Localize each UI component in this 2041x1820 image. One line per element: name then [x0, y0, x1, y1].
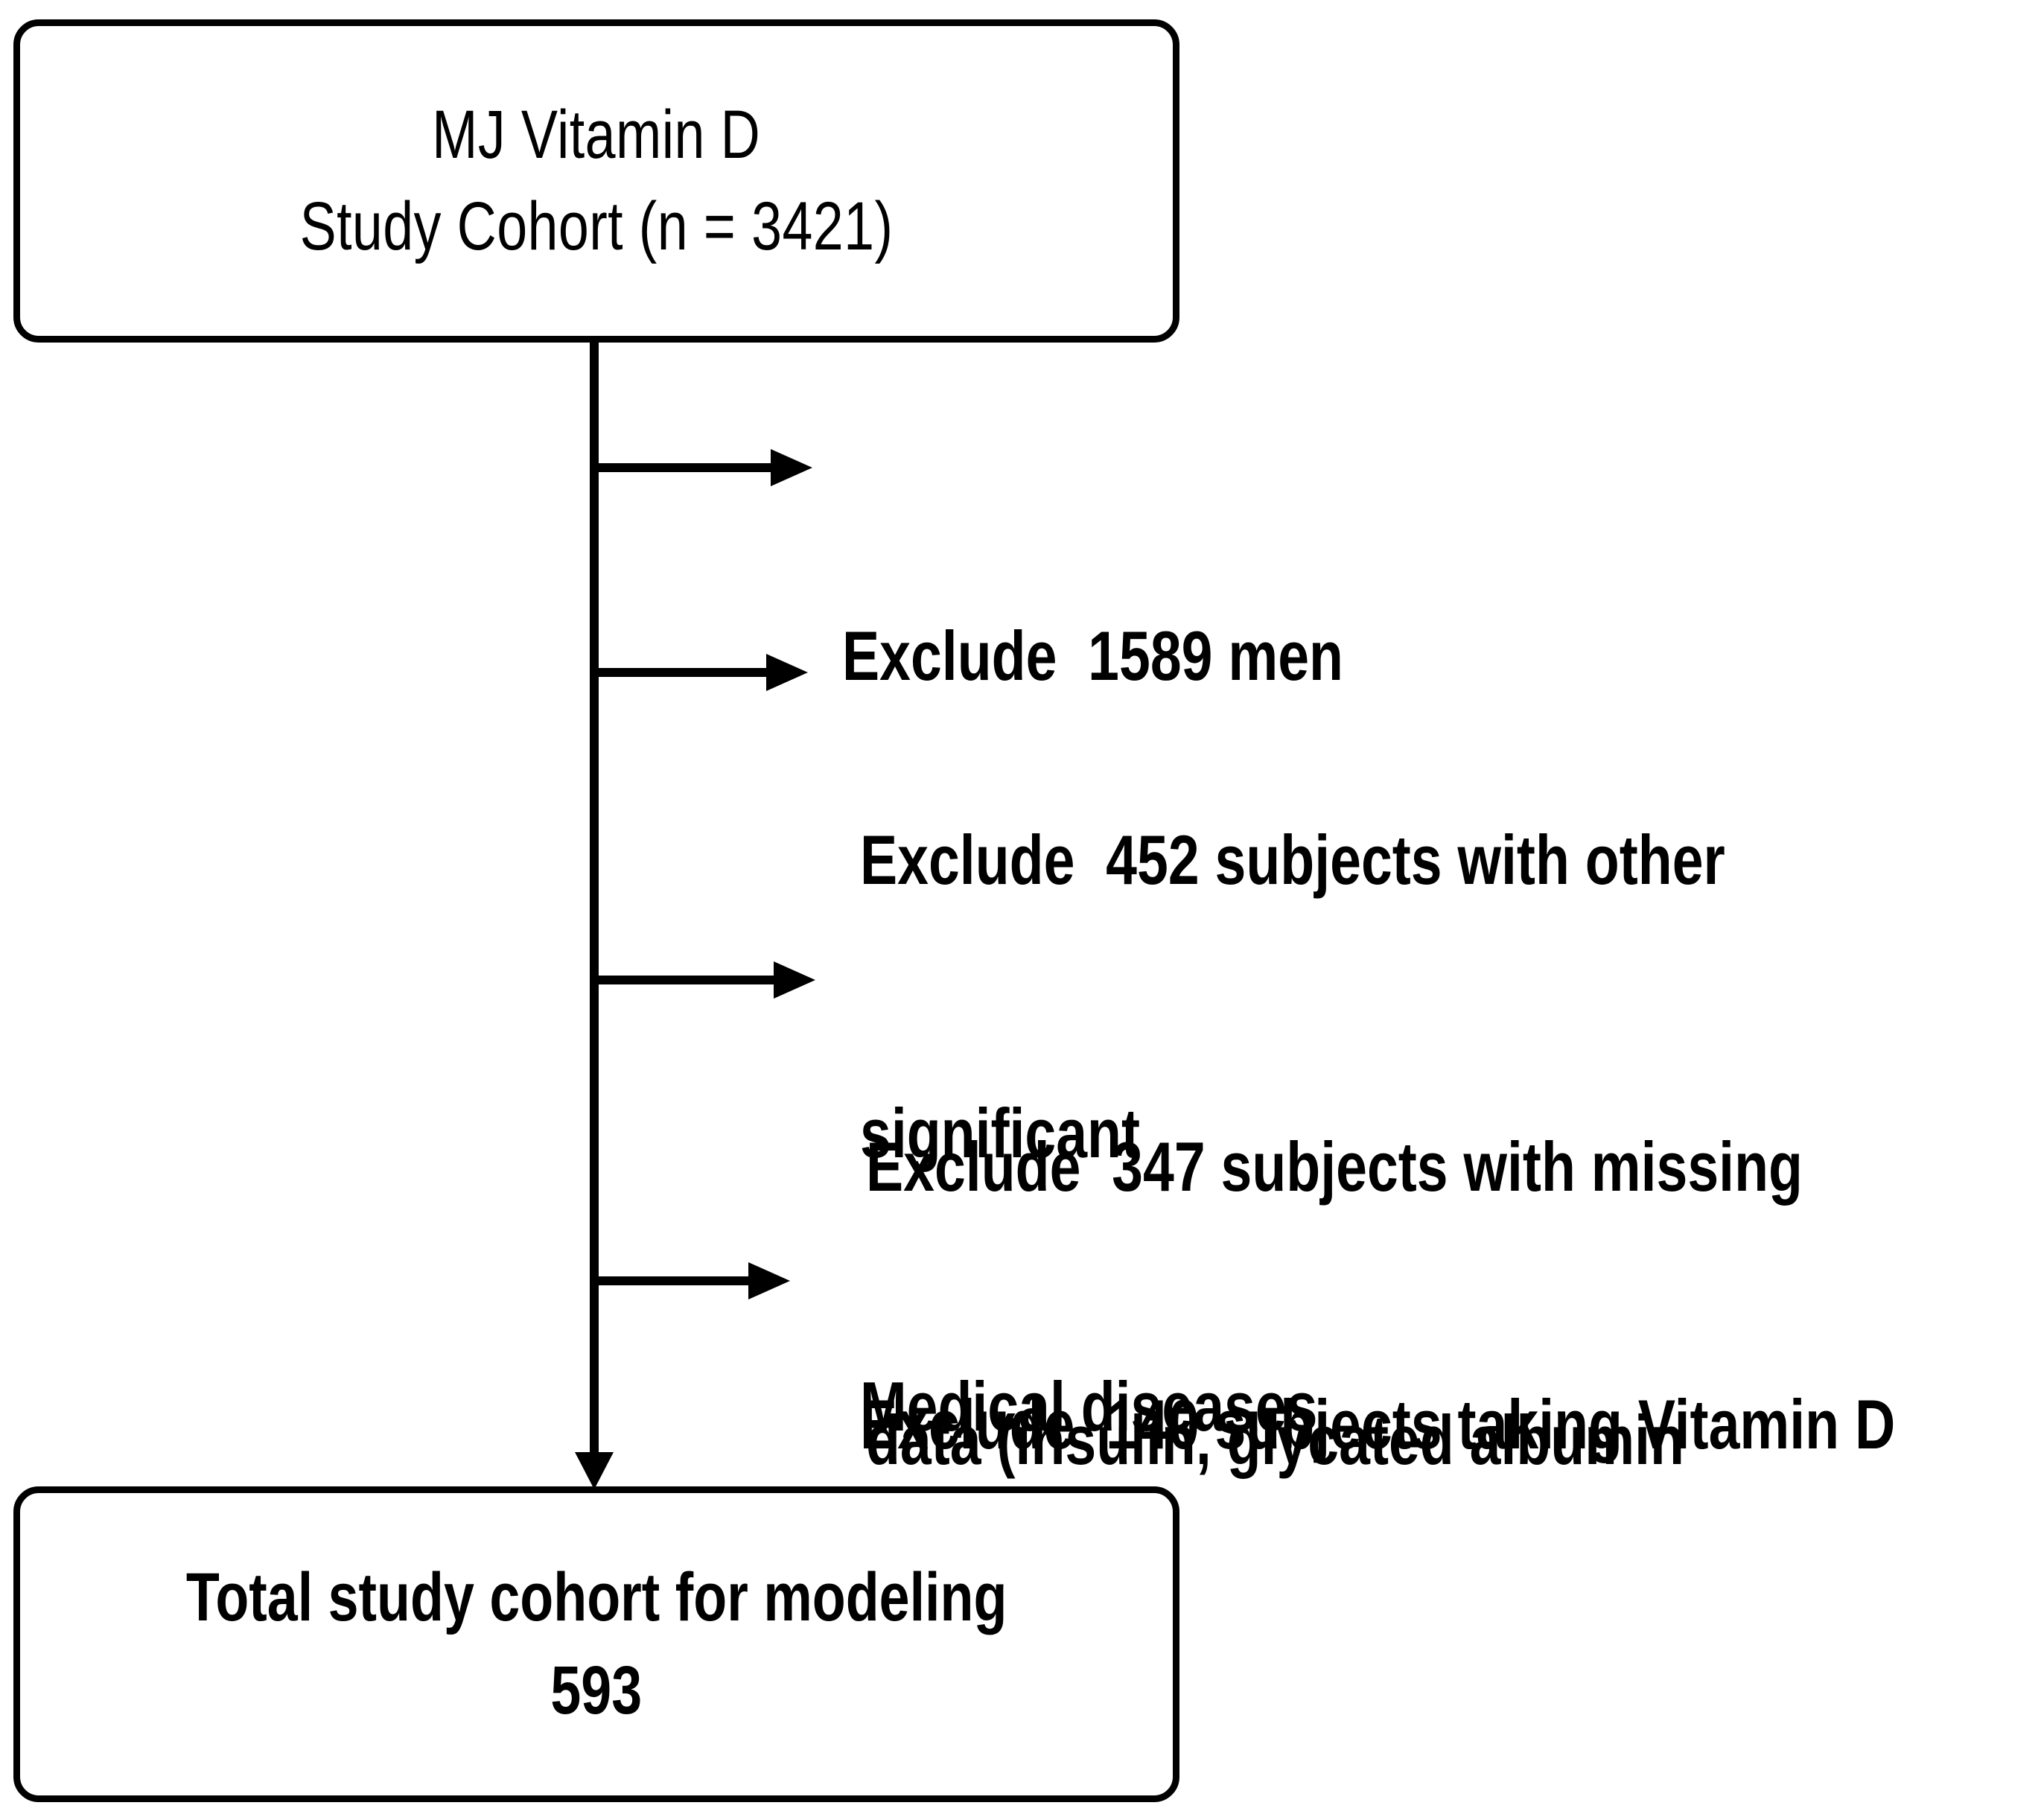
arrow-shaft: [592, 463, 775, 472]
source-cohort-line-2: Study Cohort (n = 3421): [299, 188, 894, 264]
arrow-shaft: [592, 976, 778, 984]
final-cohort-line-1: Total study cohort for modeling: [185, 1559, 1007, 1636]
right-arrowhead-icon: [766, 654, 808, 691]
exclusion-4-line-1: Exclude 140 subjects taking Vitamin D: [860, 1385, 1896, 1464]
exclusion-1-line-1: Exclude 1589 men: [842, 617, 1343, 696]
exclusion-2-line-2: significant: [860, 1093, 1141, 1172]
final-cohort-line-2: 593: [550, 1652, 643, 1728]
source-cohort-line-1: MJ Vitamin D: [432, 97, 761, 174]
arrow-shaft: [592, 1276, 753, 1285]
exclusion-3-line-1: Exclude 347 subjects with missing: [866, 1127, 1803, 1206]
exclusion-label-exclude-men: Exclude 1589 men: [842, 429, 1343, 884]
right-arrowhead-icon: [771, 449, 812, 486]
exclusion-2-line-3: Medical diseases: [860, 1366, 1318, 1445]
node-source-cohort: MJ Vitamin D Study Cohort (n = 3421): [13, 19, 1179, 343]
right-arrowhead-icon: [774, 961, 815, 999]
arrow-shaft: [592, 668, 771, 677]
exclusion-2-line-1: Exclude 452 subjects with other: [860, 821, 1725, 900]
exclusion-3-line-2: data (insulin, glycated albumin: [866, 1400, 1684, 1479]
node-final-cohort: Total study cohort for modeling 593: [13, 1486, 1179, 1802]
right-arrowhead-icon: [748, 1262, 790, 1299]
exclusion-label-exclude-other-medical-diseases: Exclude 452 subjects with other signific…: [860, 633, 1725, 1634]
down-arrowhead-icon: [575, 1452, 614, 1489]
vertical-connector-line: [590, 339, 599, 1456]
exclusion-label-exclude-missing-data: Exclude 347 subjects with missing data (…: [866, 940, 1803, 1668]
